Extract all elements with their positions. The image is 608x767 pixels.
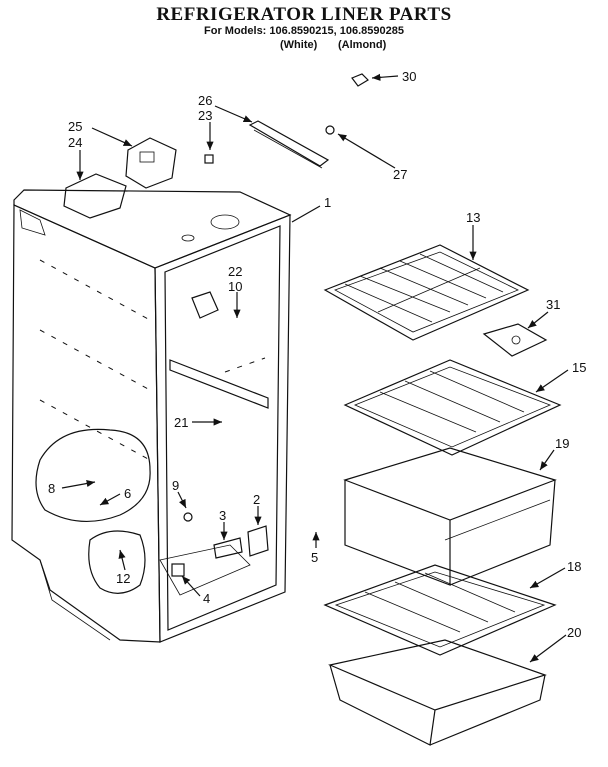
part-25-bracket: [125, 137, 177, 189]
callout-21: 21: [174, 415, 188, 430]
model-numbers: For Models: 106.8590215, 106.8590285: [204, 25, 404, 37]
callout-18: 18: [567, 559, 581, 574]
part-27-screw: [325, 125, 335, 135]
callout-5: 5: [311, 550, 318, 565]
callout-12: 12: [116, 571, 130, 586]
callout-6: 6: [124, 486, 131, 501]
leader-lines: [61, 73, 569, 663]
part-31-cover: [482, 323, 548, 357]
callout-2: 2: [253, 492, 260, 507]
part-18-glass-shelf: [323, 564, 557, 656]
callout-1: 1: [324, 195, 331, 210]
callout-4: 4: [203, 591, 210, 606]
part-19-crisper-pan: [343, 447, 557, 586]
callout-30: 30: [402, 69, 416, 84]
callout-19: 19: [555, 436, 569, 451]
part-26-rail: [248, 120, 330, 169]
callout-25: 25: [68, 119, 82, 134]
callout-8: 8: [48, 481, 55, 496]
part-24-housing: [63, 173, 127, 219]
diagram-title: REFRIGERATOR LINER PARTS: [156, 4, 452, 25]
part-15-glass-shelf: [343, 359, 562, 456]
callout-22: 22: [228, 264, 242, 279]
callout-23: 23: [198, 108, 212, 123]
color-almond-label: (Almond): [338, 39, 387, 51]
callout-26: 26: [198, 93, 212, 108]
callout-24: 24: [68, 135, 82, 150]
part-20-drawer: [328, 639, 547, 746]
callout-20: 20: [567, 625, 581, 640]
callout-27: 27: [393, 167, 407, 182]
callout-9: 9: [172, 478, 179, 493]
liner-cabinet: [11, 189, 292, 643]
callout-13: 13: [466, 210, 480, 225]
color-white-label: (White): [280, 39, 318, 51]
callout-3: 3: [219, 508, 226, 523]
part-30-clip: [351, 73, 369, 87]
part-13-wire-shelf: [323, 244, 530, 341]
callout-31: 31: [546, 297, 560, 312]
callout-15: 15: [572, 360, 586, 375]
part-23-screw: [204, 154, 214, 164]
callout-10: 10: [228, 279, 242, 294]
